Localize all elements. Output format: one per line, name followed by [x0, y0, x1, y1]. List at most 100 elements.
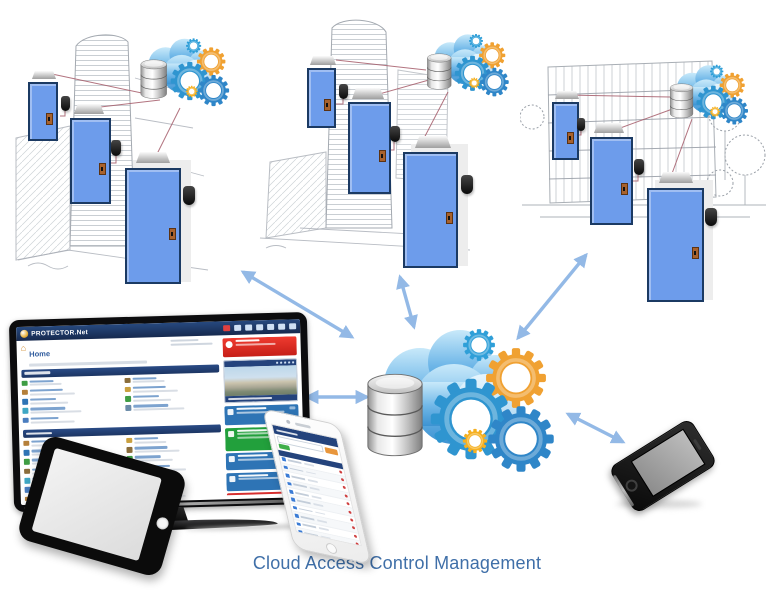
toolbar-icon — [256, 324, 264, 331]
powered-by-placeholder — [170, 338, 218, 347]
phone-shadow — [616, 500, 702, 508]
row-icon — [300, 537, 305, 542]
notification-icon — [229, 475, 236, 482]
door — [348, 102, 391, 194]
toolbar-icon — [278, 323, 286, 330]
row-status-dot — [346, 502, 350, 506]
menu-item — [125, 393, 220, 402]
row-icon — [296, 521, 301, 526]
row-status-dot — [348, 510, 352, 514]
door — [403, 152, 458, 268]
phone-home-button — [623, 477, 640, 494]
door-handle — [169, 228, 176, 241]
menu-item — [21, 378, 117, 387]
door-ledge — [659, 172, 693, 183]
door — [28, 82, 58, 141]
menu-item-icon — [124, 386, 131, 393]
menu-item-text-placeholder — [30, 406, 117, 414]
page-subtitle-placeholder — [29, 360, 148, 367]
menu-item-text-placeholder — [29, 378, 117, 387]
menu-item-icon — [21, 380, 28, 386]
row-status-dot — [349, 518, 354, 522]
row-icon — [287, 481, 292, 486]
menu-item-text-placeholder — [30, 415, 118, 424]
door-ledge — [32, 71, 56, 79]
menu-item-icon — [24, 477, 30, 484]
phone-primary-button — [324, 446, 339, 456]
toolbar-icon — [267, 323, 275, 331]
menu-column — [124, 375, 220, 424]
card-reader-icon — [339, 84, 348, 99]
site-cloud-icon — [666, 61, 754, 128]
card-reader-icon — [111, 140, 121, 156]
phone-row-list — [279, 455, 362, 547]
menu-item-icon — [21, 389, 28, 396]
menu-item — [125, 403, 220, 412]
app-logo-icon — [20, 329, 29, 338]
menu-item-text-placeholder — [134, 445, 221, 453]
notification-flag-icon — [289, 406, 296, 410]
notification-icon — [227, 409, 234, 416]
row-status-dot — [338, 469, 343, 474]
tablet-home-button — [155, 515, 170, 531]
alert-text-placeholder — [235, 339, 276, 355]
row-icon — [288, 489, 294, 494]
app-brand: PROTECTOR.Net — [31, 328, 89, 338]
toolbar-icon — [234, 324, 242, 331]
phone-speaker — [294, 422, 311, 429]
row-icon — [294, 513, 299, 518]
menu-item-text-placeholder — [134, 454, 222, 463]
row-status-dot — [344, 494, 348, 498]
site-building-3 — [520, 55, 768, 315]
cloud-platform-icon — [358, 320, 568, 480]
door — [307, 68, 336, 128]
notification-icon — [228, 430, 235, 437]
menu-item-icon — [124, 377, 131, 384]
menu-column — [21, 378, 118, 427]
menu-item — [124, 375, 219, 384]
door — [70, 118, 111, 204]
card-reader-icon — [461, 175, 473, 194]
menu-item — [126, 435, 221, 444]
door-handle — [46, 112, 53, 125]
door-ledge — [415, 136, 451, 148]
door-ledge — [310, 56, 336, 65]
row-status-dot — [355, 542, 360, 546]
house-icon: ⌂ — [20, 342, 27, 353]
menu-item-icon — [23, 449, 30, 456]
menu-item-text-placeholder — [132, 375, 219, 384]
site-building-2 — [240, 12, 510, 302]
arrow-cloud-phone — [565, 412, 626, 444]
camera-panel — [223, 358, 299, 404]
notification-icon — [228, 456, 235, 463]
menu-item-icon — [22, 398, 28, 405]
menu-item-text-placeholder — [132, 384, 220, 393]
menu-item-icon — [23, 440, 29, 447]
door-handle — [692, 247, 699, 260]
door-ledge — [136, 152, 170, 163]
menu-item-icon — [22, 417, 29, 424]
alert-icon — [225, 341, 233, 349]
menu-item-text-placeholder — [134, 435, 221, 444]
menu-item-icon — [126, 447, 133, 453]
card-reader-icon — [61, 96, 70, 111]
door-ledge — [594, 123, 624, 133]
door — [647, 188, 704, 302]
tablet-screen — [31, 447, 162, 562]
menu-item-icon — [125, 405, 131, 411]
row-icon — [283, 465, 288, 470]
site-cloud-icon — [136, 34, 236, 110]
door-handle — [99, 162, 106, 175]
phone-home-button — [324, 541, 338, 555]
menu-item-text-placeholder — [29, 387, 117, 396]
row-status-dot — [351, 526, 356, 530]
menu-item-text-placeholder — [30, 396, 117, 405]
card-reader-icon — [390, 126, 400, 142]
card-reader-icon — [634, 159, 644, 175]
page-title: Home — [29, 349, 51, 359]
menu-item-icon — [126, 437, 132, 444]
card-reader-icon — [577, 118, 585, 131]
row-status-dot — [342, 486, 347, 490]
menu-item-icon — [23, 468, 30, 475]
notification-text-placeholder — [238, 494, 287, 496]
